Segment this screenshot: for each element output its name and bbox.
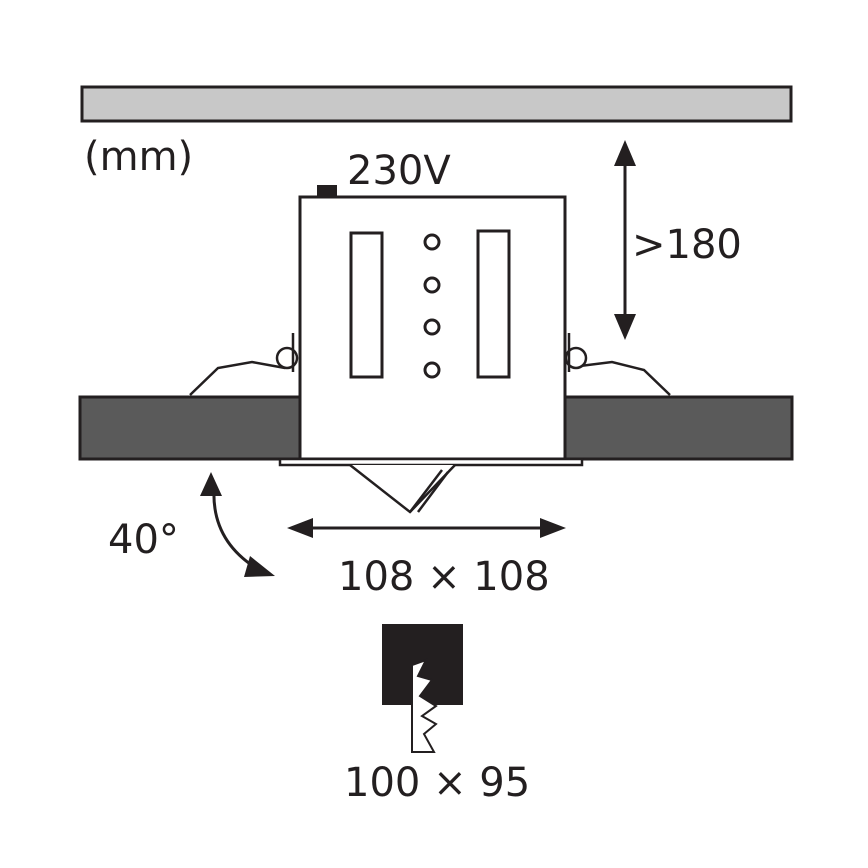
saw-cutout-icon xyxy=(382,624,463,753)
panel-right xyxy=(563,395,794,461)
width-dimension-arrow xyxy=(287,518,566,538)
housing-slot-right xyxy=(476,229,511,379)
height-dimension-arrow xyxy=(614,140,636,340)
min-height-label: >180 xyxy=(632,222,742,268)
trim-ring xyxy=(278,457,584,467)
panel-left xyxy=(78,395,302,461)
right-spring-clip xyxy=(564,333,671,396)
outer-size-label: 108 × 108 xyxy=(338,554,550,600)
housing-holes xyxy=(423,233,441,379)
tilted-lamp xyxy=(349,464,456,514)
housing-slot-left xyxy=(349,231,384,379)
tilt-angle-arrow xyxy=(200,472,275,577)
tilt-angle-label: 40° xyxy=(108,517,179,563)
power-connector xyxy=(317,185,337,197)
left-spring-clip xyxy=(189,333,299,396)
ceiling-slab xyxy=(80,85,793,123)
cutout-size-label: 100 × 95 xyxy=(344,760,530,806)
voltage-label: 230V xyxy=(347,148,451,194)
unit-label: (mm) xyxy=(84,134,193,180)
